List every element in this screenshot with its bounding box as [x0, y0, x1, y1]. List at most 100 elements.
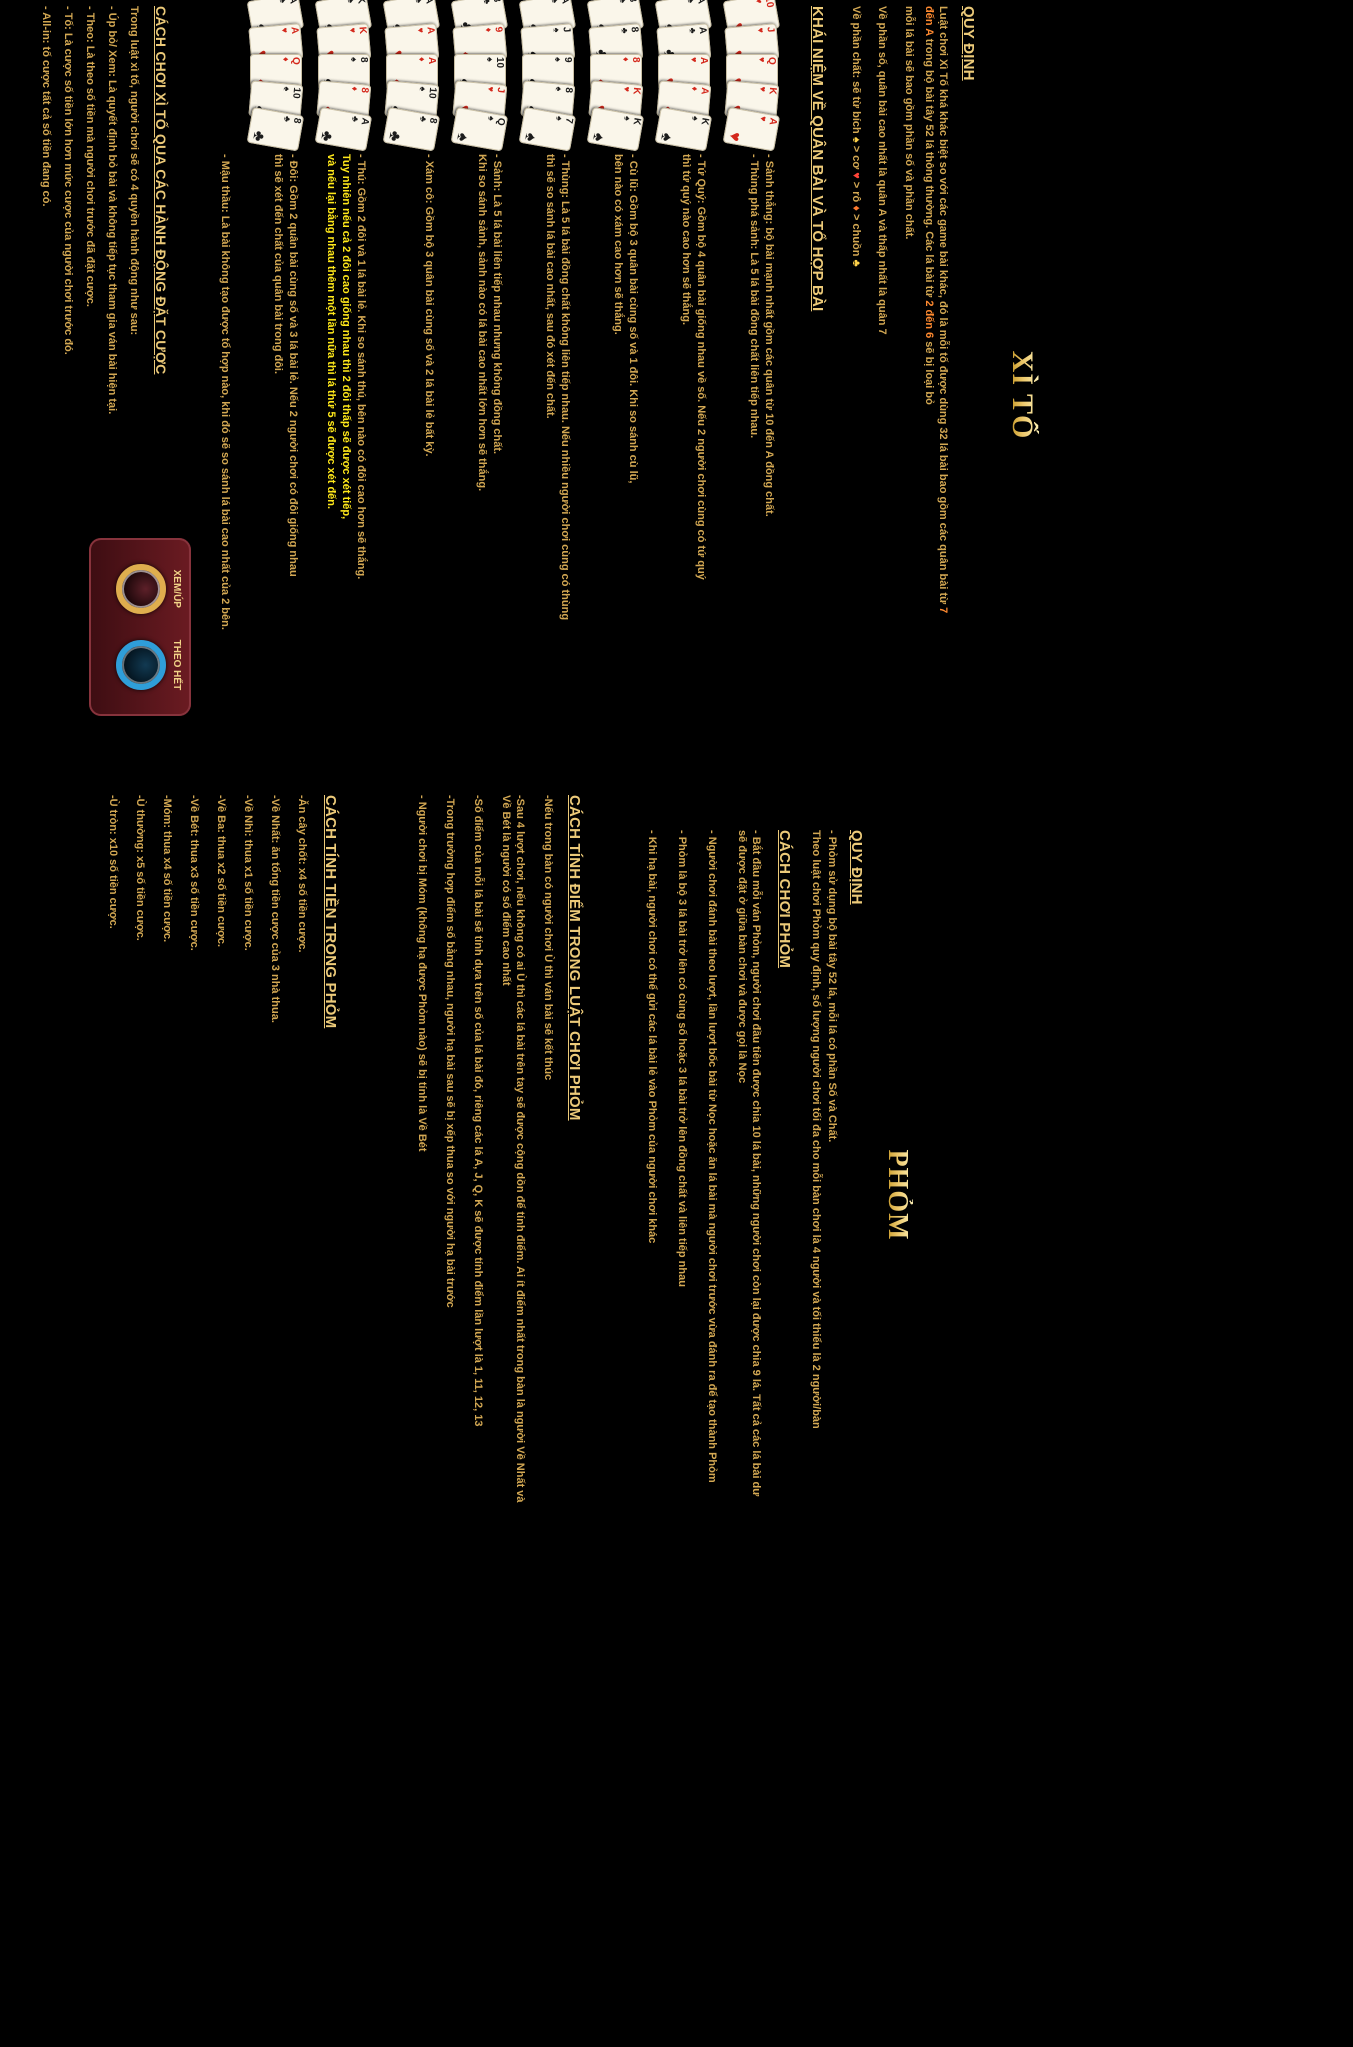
card-suit-icon: ♠ — [554, 115, 565, 122]
card-fan: 8♠♠8♣♣8♦♦K♥♥K♠♠ — [583, 0, 645, 154]
playing-card: Q♠♠ — [450, 106, 509, 152]
card-suit-icon: ♦ — [281, 57, 291, 62]
xito-suit-order-line: Về phần chất: sẽ từ bích ♠ > cơ ♥ > rô ♦… — [849, 6, 863, 267]
card-rank: 8 — [358, 57, 369, 63]
card-rank: J — [494, 86, 507, 94]
text-segment: > rô — [850, 178, 862, 206]
text-line: thì sẽ xét đến chất của quân bài trong đ… — [272, 154, 284, 375]
text-line: -Về Nhất: ăn tổng tiền cược của 3 nhà th… — [269, 795, 281, 1023]
text-line: - Xám cô: Gồm bộ 3 quân bài cùng số và 2… — [423, 154, 435, 457]
card-suit-icon: ♠ — [417, 86, 429, 92]
card-fan: A♠♠J♠♠9♠♠8♠♠7♠♠ — [515, 0, 577, 154]
phom-diem-heading: CÁCH TÍNH ĐIỂM TRONG LUẬT CHƠI PHỎM — [566, 795, 583, 1121]
xem-up-action: XEM/ÚP — [116, 563, 182, 614]
playing-card: A♥♥ — [722, 106, 781, 152]
text-segment: sẽ bị loại bỏ — [923, 338, 935, 405]
hand-description: - Sảnh thẳng: bộ bài mạnh nhất gồm các q… — [746, 154, 781, 517]
text-line: - Mậu thầu: Là bài không tạo được tổ hợp… — [219, 154, 231, 630]
card-rank: A — [698, 57, 709, 65]
hand-description: - Tứ Quý: Gồm bộ 4 quân bài giống nhau v… — [678, 154, 713, 580]
card-suit-icon: ♠ — [690, 115, 701, 122]
card-suit-icon: ♠ — [486, 115, 497, 122]
hand-description: - Cù lũ: Gồm bộ 3 quân bài cùng số và 1 … — [610, 154, 645, 483]
card-suit-icon: ♠ — [521, 131, 540, 143]
card-suit-icon: ♥ — [347, 27, 358, 34]
text-line: Theo luật chơi Phỏm quy định, số lượng n… — [810, 830, 822, 1429]
card-suit-icon: ♠ — [281, 86, 293, 92]
text-line: - Người chơi đánh bài theo lượt, lần lượ… — [706, 830, 718, 1483]
card-suit-icon: ♣ — [317, 129, 336, 143]
card-suit-icon: ♦ — [689, 86, 701, 92]
hand-description: - Thú: Gồm 2 đôi và 1 lá bài lẻ. Khi so … — [323, 154, 373, 579]
text-line: và nếu lại bằng nhau thêm một lần nữa th… — [325, 154, 337, 510]
phom-tien-heading: CÁCH TÍNH TIỀN TRONG PHỎM — [322, 795, 339, 1029]
card-suit-icon: ♠ — [277, 0, 289, 4]
text-line: - Thú: Gồm 2 đôi và 1 lá bài lẻ. Khi so … — [355, 154, 367, 580]
card-suit-icon: ♦ — [621, 57, 631, 62]
text-line: - Phỏm sử dụng bộ bài tây 52 lá, mỗi lá … — [826, 830, 838, 1143]
playing-card: 8♣♣ — [382, 106, 441, 152]
card-fan — [175, 4, 237, 154]
card-suit-icon: ♥ — [725, 130, 744, 143]
card-suit-icon: ♥ — [755, 27, 766, 34]
theo-het-chip-button[interactable] — [116, 639, 166, 690]
card-suit-icon: ♠ — [617, 0, 629, 4]
card-suit-icon: ♠ — [589, 131, 608, 143]
playing-card: K♠♠ — [586, 106, 645, 152]
text-line: thì tứ quý nào cao hơn sẽ thắng. — [680, 154, 692, 326]
text-line: - All-in: tố cược tất cả số tiền đang có… — [40, 6, 52, 207]
xem-up-chip-button[interactable] — [116, 563, 166, 614]
text-segment: 2 đến 6 — [923, 300, 935, 339]
card-fan: A♠♠A♥♥A♦♦10♠♠8♣♣ — [379, 0, 441, 154]
card-suit-icon: ♣ — [481, 0, 493, 5]
card-rank: A — [426, 57, 437, 65]
text-line: - Tứ Quý: Gồm bộ 4 quân bài giống nhau v… — [695, 154, 707, 580]
card-suit-icon: ♥ — [279, 27, 290, 34]
playing-card: 7♠♠ — [518, 106, 577, 152]
card-suit-icon: ♦ — [417, 57, 427, 62]
card-fan: K♠♠K♥♥8♠♠8♦♦A♣♣ — [311, 0, 373, 154]
card-suit-icon: ♥ — [757, 57, 767, 63]
xito-rank-rule-line: Về phần số, quân bài cao nhất là quân A … — [876, 6, 888, 335]
text-line: -Ù thường: x5 số tiền cược. — [134, 795, 146, 941]
card-suit-icon: ♣ — [385, 129, 404, 143]
text-line: -Móm: thua x4 số tiền cược. — [161, 795, 173, 943]
text-segment: ♣ — [850, 259, 862, 267]
text-line: - Sảnh thẳng: bộ bài mạnh nhất gồm các q… — [763, 154, 775, 517]
text-line: Khi so sánh sảnh, sảnh nào có lá bài cao… — [476, 154, 488, 492]
card-rank: 8 — [358, 86, 371, 94]
xem-up-label: XEM/ÚP — [171, 569, 182, 608]
hand-description: - Đôi: Gồm 2 quân bài cùng số và 3 lá bà… — [270, 154, 305, 577]
hand-description: - Thùng: Là 5 lá bài đồng chất không liê… — [542, 154, 577, 620]
card-suit-icon: ♥ — [757, 115, 769, 123]
card-suit-icon: ♥ — [485, 86, 497, 93]
card-rank: J — [764, 26, 776, 33]
card-rank: A — [288, 26, 301, 35]
card-suit-icon: ♠ — [657, 131, 676, 143]
phom-tien-bullets: -Ăn cây chốt: x4 số tiền cược.-Về Nhất: … — [93, 795, 309, 1215]
card-suit-icon: ♣ — [249, 129, 268, 143]
card-rank: J — [560, 26, 572, 33]
card-suit-icon: ♥ — [689, 57, 699, 63]
text-line: -Về Bét: thua x3 số tiền cược. — [188, 795, 200, 951]
card-rank: A — [696, 26, 709, 35]
text-line: -Nếu trong bàn có người chơi Ù thì ván b… — [542, 795, 554, 1081]
card-suit-icon: ♥ — [621, 86, 633, 93]
text-line: -Về Nhì: thua x1 số tiền cược. — [242, 795, 254, 951]
card-rank: 8 — [630, 57, 641, 63]
hand-row-xam-co: A♠♠A♥♥A♦♦10♠♠8♣♣- Xám cô: Gồm bộ 3 quân … — [373, 0, 441, 774]
xito-betting-heading: CÁCH CHƠI XÌ TỐ QUA CÁC HÀNH ĐỘNG ĐẶT CƯ… — [153, 6, 169, 375]
hand-row-doi: A♠♠A♥♥Q♦♦10♠♠8♣♣- Đôi: Gồm 2 quân bài cù… — [237, 0, 305, 774]
card-suit-icon: ♥ — [415, 27, 426, 34]
hand-description: - Mậu thầu: Là bài không tạo được tổ hợp… — [217, 154, 237, 630]
card-rank: 8 — [628, 26, 640, 33]
text-line: - Khi hạ bài, người chơi có thể gửi các … — [646, 830, 658, 1244]
text-line: - Thùng phá sảnh: Là 5 lá bài đồng chất … — [748, 154, 760, 439]
playing-card: A♣♣ — [314, 106, 373, 152]
card-fan: 10♥♥J♥♥Q♥♥K♥♥A♥♥ — [719, 0, 781, 154]
card-suit-icon: ♣ — [619, 27, 630, 34]
text-line: -Về Ba: thua x2 số tiền cược. — [215, 795, 227, 948]
hand-description: - Sảnh: Là 5 lá bài liên tiếp nhau nhưng… — [474, 154, 509, 491]
